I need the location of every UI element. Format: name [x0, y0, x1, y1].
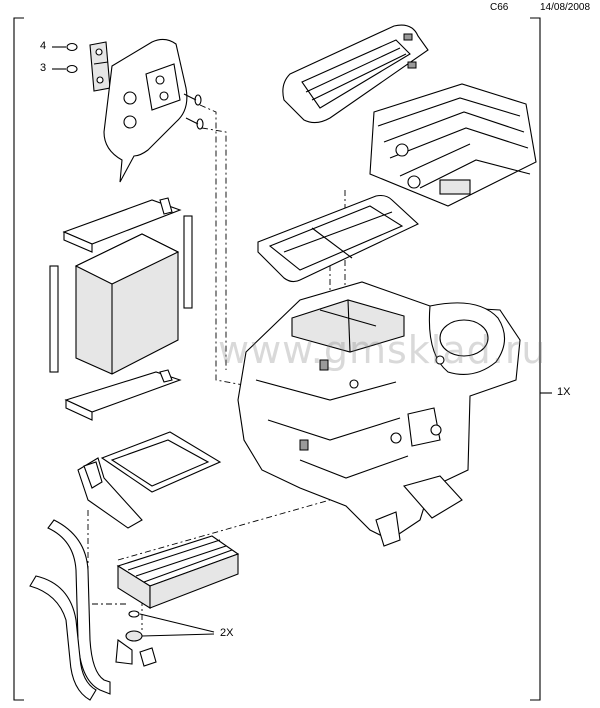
evaporator-seal-right: [183, 215, 193, 309]
heater-hoses: [29, 519, 157, 701]
o-rings: [183, 93, 204, 130]
hose-clips: [125, 610, 215, 642]
heater-core: [116, 535, 240, 609]
valve-mounting-plate: [103, 38, 188, 183]
blower-housing-module: [369, 83, 537, 207]
callout-2x: 2X: [220, 627, 234, 639]
evaporator-seal-left: [49, 265, 59, 373]
assembly-bracket: [13, 17, 552, 701]
diagram-code: C66: [490, 2, 509, 13]
evaporator-core: [74, 233, 180, 375]
expansion-valve: [89, 41, 111, 92]
diagram-date: 14/08/2008: [540, 2, 591, 13]
evaporator-bracket-top: [62, 197, 182, 253]
callout-1x: 1X: [557, 386, 571, 398]
callout-leaders-top: [52, 42, 78, 74]
heater-core-gasket-outer: [77, 457, 143, 529]
evaporator-bracket-bottom: [64, 369, 182, 421]
heater-core-gasket-inner: [100, 431, 222, 493]
pollen-filter-frame: [257, 194, 419, 283]
callout-4: 4: [40, 40, 47, 52]
hvac-main-housing: [237, 281, 521, 547]
watermark: www.gmsklad.ru: [218, 328, 547, 372]
callout-3: 3: [40, 62, 47, 74]
recirculation-door: [282, 24, 429, 124]
